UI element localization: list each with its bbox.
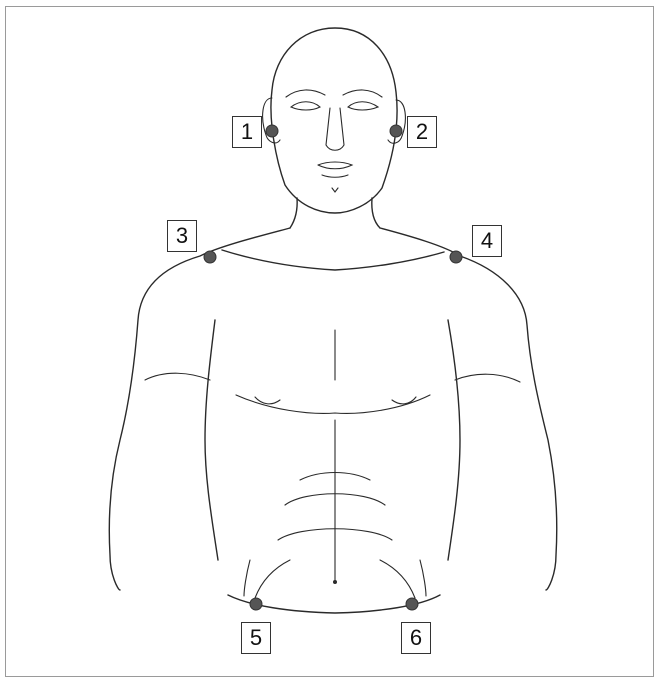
marker-5-label: 5 (241, 622, 271, 654)
right-arm-inner (448, 320, 460, 560)
marker-1-label: 1 (232, 116, 262, 148)
torso-outline (109, 228, 290, 590)
navel (333, 580, 337, 584)
mouth (318, 162, 352, 169)
marker-2-label: 2 (407, 116, 437, 148)
marker-5-dot (250, 598, 262, 610)
marker-6-label: 6 (401, 622, 431, 654)
right-brow (343, 90, 382, 97)
marker-3-dot (204, 251, 216, 263)
head-outline (271, 28, 397, 213)
left-brow (286, 90, 325, 97)
marker-4-label: 4 (472, 225, 502, 257)
marker-3-label: 3 (167, 220, 197, 252)
left-eye (291, 102, 320, 110)
marker-2-dot (390, 125, 402, 137)
marker-6-dot (406, 598, 418, 610)
marker-4-dot (450, 251, 462, 263)
right-eye (348, 102, 378, 110)
neck (290, 198, 297, 228)
collarbone-line (222, 250, 444, 270)
left-arm-inner (205, 320, 218, 560)
nose (326, 108, 344, 150)
marker-1-dot (266, 125, 278, 137)
